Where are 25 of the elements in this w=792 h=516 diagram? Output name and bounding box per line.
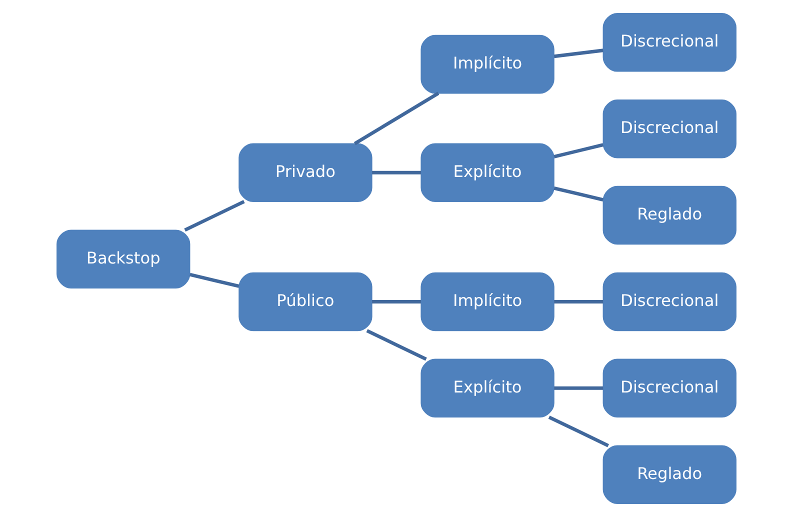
connector [553,48,603,58]
connector [189,272,239,288]
node-box: Reglado [602,444,736,504]
node-box: Público [238,272,372,331]
node-box: Discrecional [602,98,736,158]
connector [548,415,609,447]
connector [184,200,244,232]
connector [366,328,426,360]
connector [553,186,603,201]
node-box: Discrecional [602,12,736,72]
connector [353,91,439,145]
node-box: Explícito [420,142,554,202]
node-box: Discrecional [602,272,736,331]
node-box: Discrecional [602,358,736,418]
connector [372,299,421,303]
node-box: Backstop [56,229,190,288]
connector [372,170,421,174]
connector [553,142,604,158]
node-box: Reglado [602,185,736,244]
node-box: Implícito [420,34,554,94]
connector [554,386,603,390]
node-box: Explícito [420,358,554,418]
node-box: Privado [238,142,372,202]
node-box: Implícito [420,272,554,331]
connector [554,299,603,303]
